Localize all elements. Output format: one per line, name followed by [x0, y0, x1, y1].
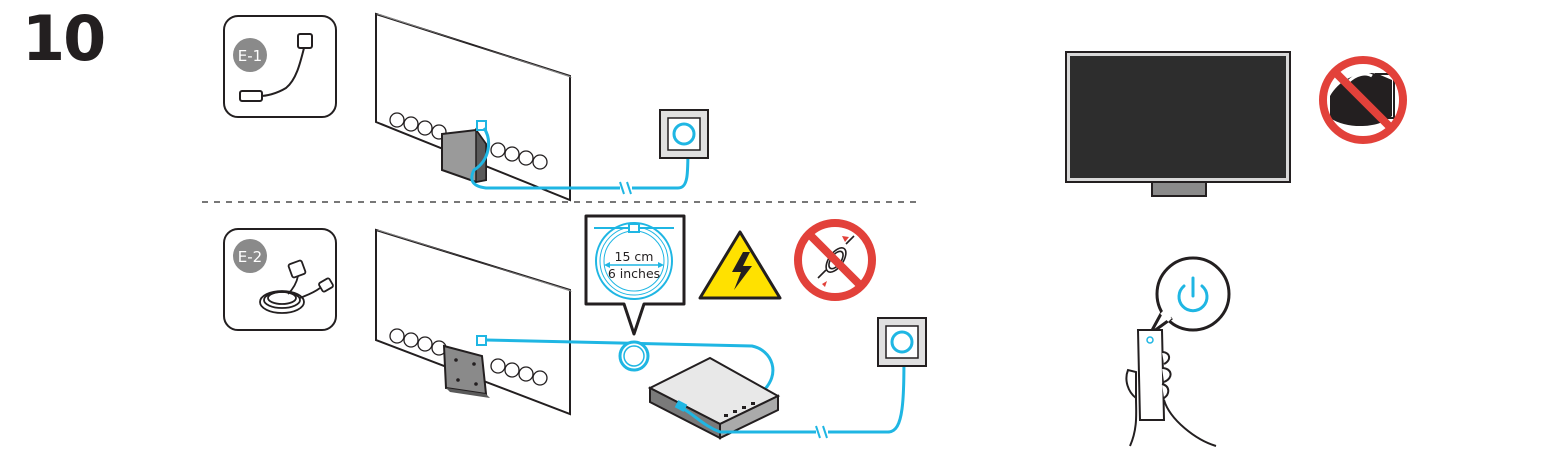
one-connect-box: [647, 356, 781, 440]
tv-front: [1065, 51, 1291, 197]
cable-coil-e2: [618, 340, 650, 372]
no-bundled-cable-icon: [794, 219, 876, 301]
callout-distance: 15 cm 6 inches: [584, 214, 686, 336]
connector-port-e1: [476, 120, 487, 131]
badge-e2: E-2: [233, 239, 267, 273]
power-button-callout: [1148, 256, 1231, 336]
step-number: 10: [22, 2, 106, 75]
tv-rear-e1: [375, 12, 572, 202]
no-touching-screen-icon: [1319, 56, 1407, 144]
remote-control-icon: [1125, 329, 1217, 447]
tv-rear-e2: [375, 228, 572, 416]
stand-e1: [441, 127, 487, 184]
distance-metric-label: 15 cm: [615, 249, 654, 264]
distance-imperial-label: 6 inches: [608, 266, 660, 281]
power-outlet-e1: [659, 109, 709, 159]
electric-hazard-warning-icon: [698, 230, 782, 300]
accessory-panel-e1: E-1: [223, 15, 337, 118]
power-button-icon: [1177, 276, 1209, 313]
connector-port-e2: [476, 335, 487, 346]
stand-e2: [442, 344, 490, 398]
one-connect-cable-short-icon: [239, 33, 313, 102]
badge-e1: E-1: [233, 38, 267, 72]
one-connect-cable-coiled-icon: [259, 259, 334, 314]
badge-e1-label: E-1: [238, 47, 262, 65]
badge-e2-label: E-2: [238, 248, 262, 266]
accessory-panel-e2: E-2: [223, 228, 337, 331]
power-outlet-e2: [877, 317, 927, 367]
